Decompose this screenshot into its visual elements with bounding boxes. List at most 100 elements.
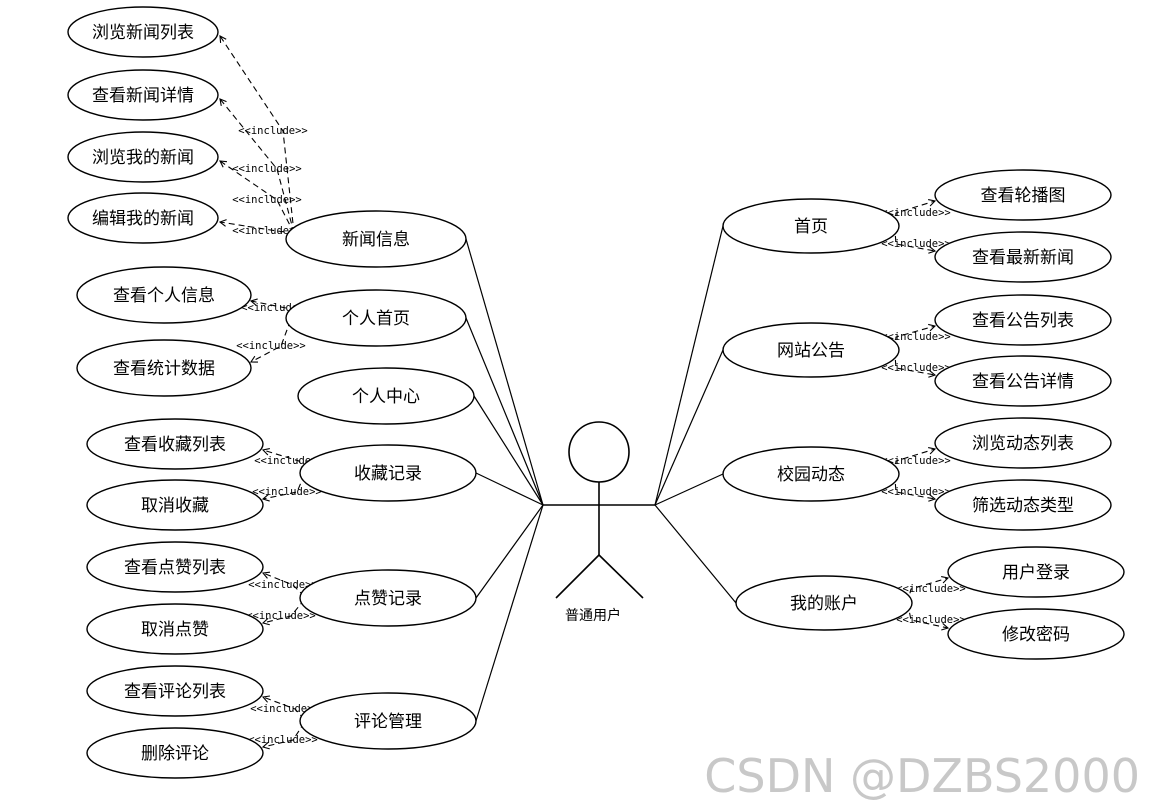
association-personal-center: [473, 395, 544, 506]
association-lines: [465, 225, 737, 722]
actor-head: [568, 421, 630, 483]
use-case-likes-shape: [299, 569, 477, 627]
use-case-comments: 评论管理: [299, 692, 477, 750]
association-comments: [475, 504, 544, 722]
use-case-home-child-2: 查看最新新闻: [934, 231, 1112, 283]
use-case-announcements-label: 网站公告: [777, 341, 845, 361]
use-case-news-label: 新闻信息: [342, 230, 410, 250]
use-case-home: 首页: [722, 198, 900, 254]
use-case-likes-label: 点赞记录: [354, 589, 422, 609]
use-case-news-child-1-label: 浏览新闻列表: [92, 23, 194, 43]
use-case-likes-child-2: 取消点赞: [86, 603, 264, 655]
use-case-campus-shape: [722, 446, 900, 502]
actor-normal-user: 普通用户: [543, 421, 655, 624]
use-case-favorites-label: 收藏记录: [354, 464, 422, 484]
include-arrow-announcements-2: [928, 370, 937, 378]
include-arrow-campus-1: [928, 447, 937, 455]
use-case-campus-child-1-shape: [934, 417, 1112, 469]
include-line-likes-2: [262, 599, 305, 624]
use-case-comments-child-2-shape: [86, 727, 264, 779]
include-label: <<include>>: [246, 610, 316, 622]
use-case-campus-child-2-label: 筛选动态类型: [972, 496, 1074, 516]
include-arrow-favorites-1: [261, 448, 270, 456]
include-arrow-personal-home-2: [249, 355, 259, 363]
include-label: <<include>>: [232, 194, 302, 206]
include-line-home-2: [894, 225, 936, 252]
include-arrow-news-2: [219, 98, 227, 106]
use-case-news-child-4: 编辑我的新闻: [67, 192, 219, 244]
use-case-personal-center: 个人中心: [297, 367, 475, 425]
use-case-account-child-1-shape: [947, 546, 1125, 598]
include-label: <<include>>: [232, 163, 302, 175]
actor-left-leg: [555, 554, 600, 599]
use-case-announcements-child-2-label: 查看公告详情: [972, 372, 1074, 392]
use-case-news-child-2-label: 查看新闻详情: [92, 86, 194, 106]
include-label: <<include>>: [896, 614, 966, 626]
include-label: <<include>>: [881, 362, 951, 374]
use-case-news-shape: [285, 210, 467, 268]
use-case-announcements-child-2-shape: [934, 355, 1112, 407]
include-arrow-likes-2: [261, 617, 270, 626]
include-arrow-account-2: [941, 623, 950, 631]
association-announcements: [654, 349, 724, 506]
use-case-likes-child-1-label: 查看点赞列表: [124, 558, 226, 578]
use-case-personal-home-shape: [285, 289, 467, 347]
use-case-account-child-2: 修改密码: [947, 608, 1125, 660]
use-case-account-child-2-label: 修改密码: [1002, 625, 1070, 645]
association-news: [465, 238, 544, 506]
use-case-news-child-4-label: 编辑我的新闻: [92, 209, 194, 229]
include-arrow-announcements-1: [928, 323, 937, 332]
use-case-favorites-child-2-label: 取消收藏: [141, 496, 209, 516]
include-line-news-2: [219, 98, 295, 234]
use-case-comments-child-2-label: 删除评论: [141, 744, 209, 764]
use-case-likes-child-1-shape: [86, 541, 264, 593]
use-case-home-child-2-shape: [934, 231, 1112, 283]
use-case-personal-home: 个人首页: [285, 289, 467, 347]
use-case-personal-home-child-1: 查看个人信息: [76, 266, 252, 324]
include-arrow-news-1: [219, 35, 227, 44]
use-case-likes-child-2-shape: [86, 603, 264, 655]
association-personal-home: [465, 317, 544, 506]
use-case-comments-label: 评论管理: [354, 712, 422, 732]
use-case-personal-home-child-2-label: 查看统计数据: [113, 359, 215, 379]
use-case-likes-child-2-label: 取消点赞: [141, 620, 209, 640]
include-arrow-personal-home-1: [249, 298, 258, 306]
use-case-campus: 校园动态: [722, 446, 900, 502]
use-case-comments-child-1-shape: [86, 665, 264, 717]
include-label: <<include>>: [252, 486, 322, 498]
use-case-favorites-child-1-shape: [86, 418, 264, 470]
use-case-likes-child-1: 查看点赞列表: [86, 541, 264, 593]
use-case-favorites: 收藏记录: [299, 444, 477, 502]
use-case-account-label: 我的账户: [790, 594, 858, 614]
use-case-home-label: 首页: [794, 217, 828, 237]
use-case-favorites-child-1: 查看收藏列表: [86, 418, 264, 470]
use-case-news-child-4-shape: [67, 192, 219, 244]
association-home: [654, 225, 724, 506]
include-arrow-comments-2: [261, 741, 270, 750]
use-case-account-child-1-label: 用户登录: [1002, 563, 1070, 583]
include-arrow-home-1: [928, 199, 937, 207]
use-case-home-child-1: 查看轮播图: [934, 169, 1112, 221]
association-campus: [654, 473, 724, 506]
include-line-news-1: [219, 35, 295, 234]
use-case-news-child-1: 浏览新闻列表: [67, 6, 219, 58]
use-case-news-child-3-label: 浏览我的新闻: [92, 148, 194, 168]
use-case-news-child-2-shape: [67, 69, 219, 121]
use-case-campus-child-2-shape: [934, 479, 1112, 531]
use-case-comments-shape: [299, 692, 477, 750]
use-case-campus-label: 校园动态: [777, 465, 845, 485]
use-case-announcements-child-1-label: 查看公告列表: [972, 311, 1074, 331]
use-case-news-child-1-shape: [67, 6, 219, 58]
use-case-account-child-2-shape: [947, 608, 1125, 660]
use-case-personal-home-child-2: 查看统计数据: [76, 339, 252, 397]
use-case-news: 新闻信息: [285, 210, 467, 268]
include-line-campus-2: [894, 473, 936, 500]
association-favorites: [475, 472, 544, 506]
use-case-personal-home-child-2-shape: [76, 339, 252, 397]
use-case-personal-center-label: 个人中心: [352, 387, 420, 407]
include-label: <<include>>: [881, 455, 951, 467]
use-cases: 新闻信息浏览新闻列表查看新闻详情浏览我的新闻编辑我的新闻个人首页查看个人信息查看…: [67, 6, 1125, 779]
use-case-account-child-1: 用户登录: [947, 546, 1125, 598]
include-arrow-likes-1: [261, 571, 271, 579]
